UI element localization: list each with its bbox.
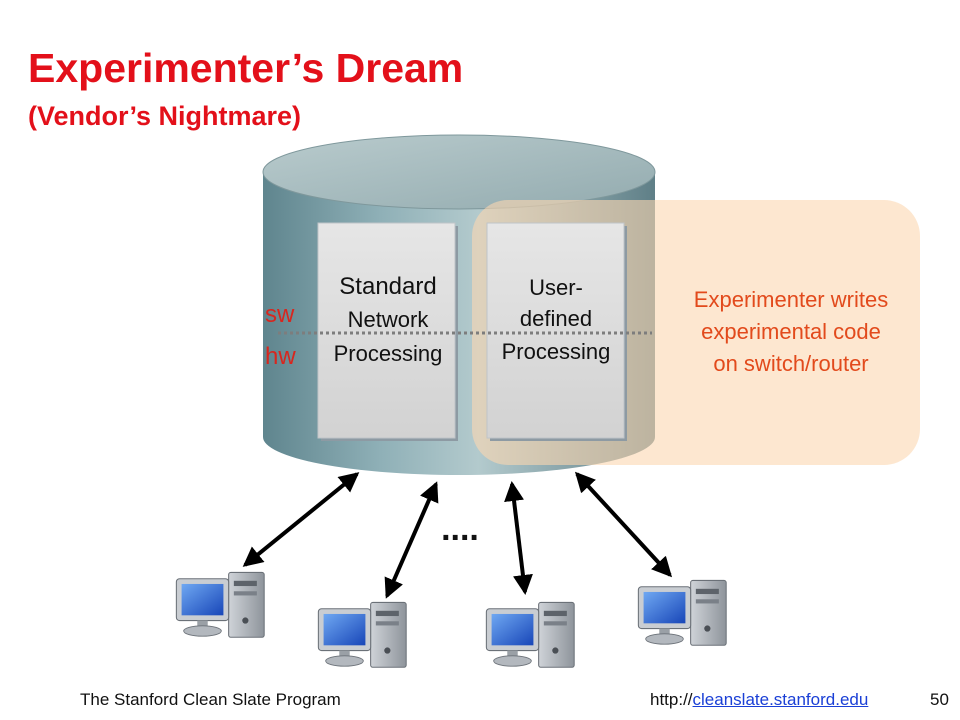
footer-url-prefix: http:// bbox=[650, 690, 693, 709]
standard-box-line3: Processing bbox=[334, 341, 443, 366]
computer-icon bbox=[637, 579, 727, 646]
link-arrow-4 bbox=[574, 471, 673, 578]
slide-title: Experimenter’s Dream bbox=[28, 45, 464, 91]
standard-box-line2: Network bbox=[348, 307, 430, 332]
footer-url: http://cleanslate.stanford.edu bbox=[650, 690, 868, 710]
standard-processing-box bbox=[317, 222, 456, 439]
sw-label: sw bbox=[265, 301, 295, 328]
link-arrow-1 bbox=[242, 472, 360, 567]
footer-url-link[interactable]: cleanslate.stanford.edu bbox=[692, 690, 869, 709]
link-arrow-3 bbox=[504, 481, 533, 595]
callout-line1: Experimenter writes bbox=[694, 287, 888, 312]
standard-box-line1: Standard bbox=[339, 273, 436, 300]
slide-subtitle: (Vendor’s Nightmare) bbox=[28, 101, 302, 131]
user-box-line2: defined bbox=[520, 306, 592, 331]
user-processing-box bbox=[486, 222, 625, 439]
user-box-line3: Processing bbox=[502, 339, 611, 364]
hw-label: hw bbox=[265, 343, 296, 370]
computer-icon bbox=[485, 601, 575, 668]
ellipsis: .... bbox=[441, 510, 479, 548]
user-box-line1: User- bbox=[529, 275, 583, 300]
link-arrow-2 bbox=[384, 481, 439, 599]
callout-line3: on switch/router bbox=[713, 351, 868, 376]
computer-icon bbox=[317, 601, 407, 668]
computer-icon bbox=[175, 571, 265, 638]
footer-program-name: The Stanford Clean Slate Program bbox=[80, 690, 341, 709]
callout-line2: experimental code bbox=[701, 319, 881, 344]
page-number: 50 bbox=[930, 690, 949, 709]
